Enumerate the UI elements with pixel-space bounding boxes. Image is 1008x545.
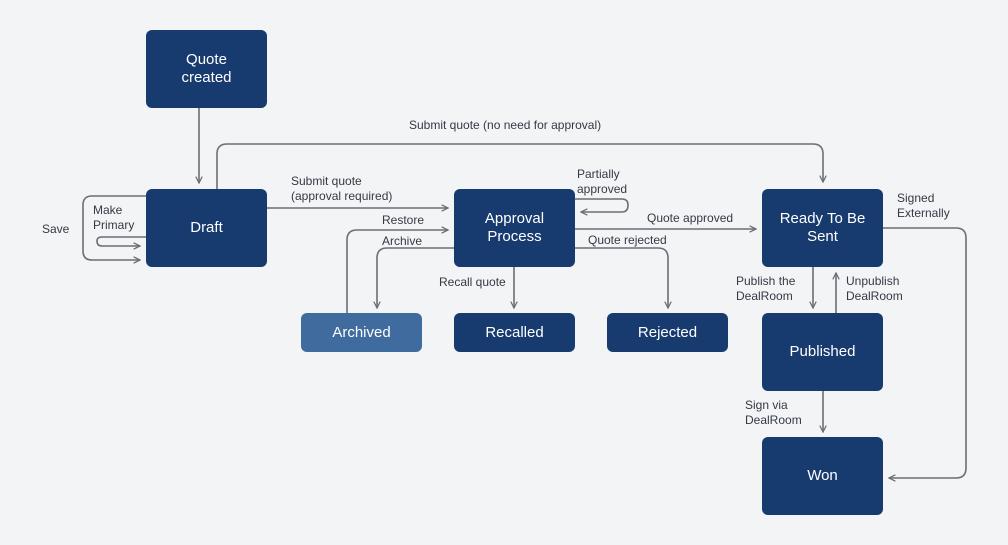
label-quote-approved: Quote approved [647,211,734,225]
edge-archive [377,247,454,308]
label-recall-quote: Recall quote [439,275,506,289]
label-submit-approval-required: Submit quote (approval required) [291,174,393,203]
label-restore: Restore [382,213,425,227]
node-won: Won [762,437,883,515]
edge-save-loop [82,195,146,260]
label-signed-externally: Signed Externally [897,191,950,220]
label-quote-rejected: Quote rejected [588,233,667,247]
edge-partially-approved-loop [575,198,629,212]
label-unpublish-dealroom: Unpublish DealRoom [846,274,903,303]
edge-restore [346,230,448,313]
node-archived: Archived [301,313,422,352]
label-save: Save [42,222,70,236]
edge-quote-rejected [575,247,668,308]
label-publish-dealroom: Publish the DealRoom [736,274,796,303]
label-make-primary: Make Primary [93,203,135,232]
node-ready-to-be-sent: Ready To Be Sent [762,189,883,267]
label-archive: Archive [382,234,423,248]
label-submit-no-approval: Submit quote (no need for approval) [409,118,602,132]
edge-make-primary-loop [96,236,146,246]
edge-signed-externally [883,227,967,478]
node-quote-created: Quote created [146,30,267,108]
edge-submit-no-approval [216,143,823,189]
node-draft: Draft [146,189,267,267]
node-recalled: Recalled [454,313,575,352]
node-published: Published [762,313,883,391]
label-partially-approved: Partially approved [577,167,628,196]
node-approval-process: Approval Process [454,189,575,267]
node-rejected: Rejected [607,313,728,352]
label-sign-via-dealroom: Sign via DealRoom [745,398,802,427]
